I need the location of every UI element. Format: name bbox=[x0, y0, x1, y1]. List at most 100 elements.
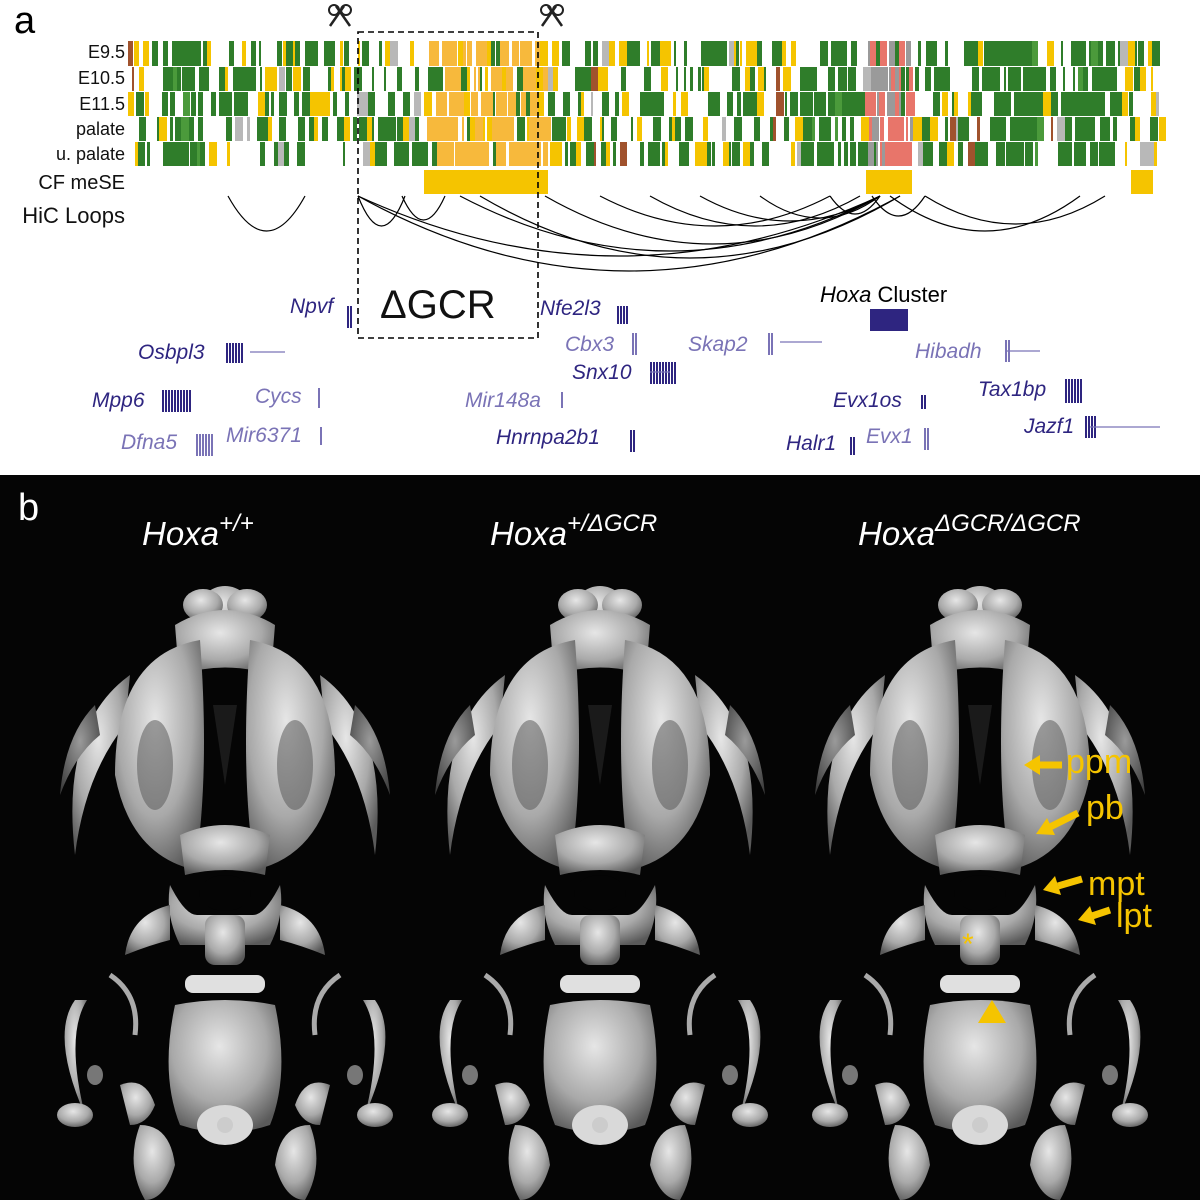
chromatin-segment bbox=[509, 142, 514, 166]
chromatin-segment bbox=[784, 117, 789, 141]
chromatin-segment bbox=[401, 142, 409, 166]
chromatin-segment bbox=[994, 41, 997, 66]
chromatin-segment bbox=[328, 67, 331, 91]
chromatin-segment bbox=[1110, 67, 1112, 91]
gene-exon-glyph bbox=[630, 430, 632, 452]
chromatin-segment bbox=[180, 142, 182, 166]
chromatin-segment bbox=[1107, 142, 1115, 166]
gene-exon-glyph bbox=[1088, 416, 1090, 438]
chromatin-segment bbox=[233, 67, 241, 91]
chromatin-segment bbox=[952, 92, 954, 116]
chromatin-segment bbox=[661, 92, 664, 116]
chromatin-segment bbox=[1106, 41, 1109, 66]
gene-exon-glyph bbox=[924, 428, 926, 450]
chromatin-segment bbox=[204, 67, 209, 91]
chromatin-segment bbox=[462, 117, 464, 141]
chromatin-segment bbox=[159, 117, 167, 141]
chromatin-segment bbox=[183, 92, 190, 116]
gene-exon-glyph bbox=[180, 390, 182, 412]
chromatin-segment bbox=[899, 67, 901, 91]
chromatin-segment bbox=[934, 67, 936, 91]
genotype-sup: +/+ bbox=[219, 510, 254, 537]
chromatin-segment bbox=[585, 41, 591, 66]
chromatin-segment bbox=[491, 67, 499, 91]
chromatin-segment bbox=[782, 41, 784, 66]
chromatin-segment bbox=[1074, 92, 1079, 116]
gene-exon-glyph bbox=[650, 362, 652, 384]
chromatin-segment bbox=[998, 142, 1005, 166]
chromatin-segment bbox=[260, 142, 265, 166]
chromatin-segment bbox=[636, 41, 640, 66]
chromatin-segment bbox=[1085, 67, 1088, 91]
chromatin-segment bbox=[849, 92, 853, 116]
chromatin-segment bbox=[163, 142, 166, 166]
chromatin-segment bbox=[655, 92, 661, 116]
chromatin-segment bbox=[530, 92, 538, 116]
chromatin-segment bbox=[234, 92, 242, 116]
chromatin-segment bbox=[809, 142, 814, 166]
chromatin-segment bbox=[460, 142, 468, 166]
arrow-lpt-icon bbox=[1078, 906, 1112, 925]
chromatin-segment bbox=[925, 67, 931, 91]
chromatin-segment bbox=[640, 142, 644, 166]
chromatin-segment bbox=[270, 67, 277, 91]
chromatin-segment bbox=[496, 92, 501, 116]
gene-exon-glyph bbox=[174, 390, 176, 412]
chromatin-segment bbox=[729, 142, 731, 166]
chromatin-segment bbox=[933, 92, 940, 116]
chromatin-segment bbox=[865, 92, 867, 116]
chromatin-segment bbox=[578, 92, 581, 116]
chromatin-segment bbox=[701, 41, 707, 66]
chromatin-segment bbox=[970, 41, 978, 66]
chromatin-segment bbox=[945, 117, 948, 141]
chromatin-segment bbox=[548, 67, 553, 91]
chromatin-segment bbox=[704, 67, 709, 91]
gene-exon-glyph bbox=[671, 362, 673, 384]
genotype-label-heterozygous: Hoxa+/ΔGCR bbox=[490, 510, 657, 553]
chromatin-segment bbox=[888, 117, 894, 141]
chromatin-segment bbox=[817, 142, 820, 166]
chromatin-segment bbox=[415, 117, 419, 141]
gene-exon-glyph bbox=[921, 395, 923, 409]
chromatin-segment bbox=[1025, 142, 1029, 166]
chromatin-segment bbox=[1019, 41, 1024, 66]
chromatin-segment bbox=[521, 92, 526, 116]
chromatin-segment bbox=[136, 92, 138, 116]
chromatin-segment bbox=[1090, 142, 1098, 166]
gene-exon-glyph bbox=[561, 392, 563, 408]
chromatin-segment bbox=[885, 41, 887, 66]
chromatin-segment bbox=[863, 67, 871, 91]
chromatin-segment bbox=[455, 142, 460, 166]
annotation-ppm: ppm bbox=[1066, 743, 1133, 781]
chromatin-segment bbox=[864, 142, 868, 166]
chromatin-segment bbox=[497, 117, 502, 141]
chromatin-segment bbox=[1006, 142, 1010, 166]
chromatin-segment bbox=[757, 92, 764, 116]
chromatin-segment bbox=[717, 41, 723, 66]
gene-label: Skap2 bbox=[688, 333, 748, 356]
chromatin-segment bbox=[978, 41, 983, 66]
genotype-sup: +/ΔGCR bbox=[567, 510, 658, 537]
chromatin-segment bbox=[260, 67, 262, 91]
chromatin-segment bbox=[722, 117, 726, 141]
chromatin-segment bbox=[1099, 67, 1104, 91]
gene-label: Hnrnpa2b1 bbox=[496, 426, 600, 449]
chromatin-segment bbox=[1152, 117, 1158, 141]
chromatin-segment bbox=[524, 142, 527, 166]
scissors-left-icon bbox=[328, 5, 346, 27]
hic-loop bbox=[649, 195, 861, 227]
chromatin-segment bbox=[171, 67, 173, 91]
chromatin-segment bbox=[527, 117, 529, 141]
chromatin-segment bbox=[1051, 117, 1053, 141]
chromatin-segment bbox=[791, 142, 795, 166]
chromatin-segment bbox=[929, 41, 937, 66]
chromatin-segment bbox=[801, 142, 809, 166]
chromatin-segment bbox=[906, 41, 911, 66]
chromatin-segment bbox=[972, 67, 979, 91]
chromatin-segment bbox=[1152, 41, 1160, 66]
chromatin-segment bbox=[268, 117, 272, 141]
gene-exon-glyph bbox=[662, 362, 664, 384]
genotype-base: Hoxa bbox=[142, 515, 220, 552]
chromatin-segment bbox=[842, 41, 847, 66]
panel-a-letter: a bbox=[14, 0, 36, 42]
